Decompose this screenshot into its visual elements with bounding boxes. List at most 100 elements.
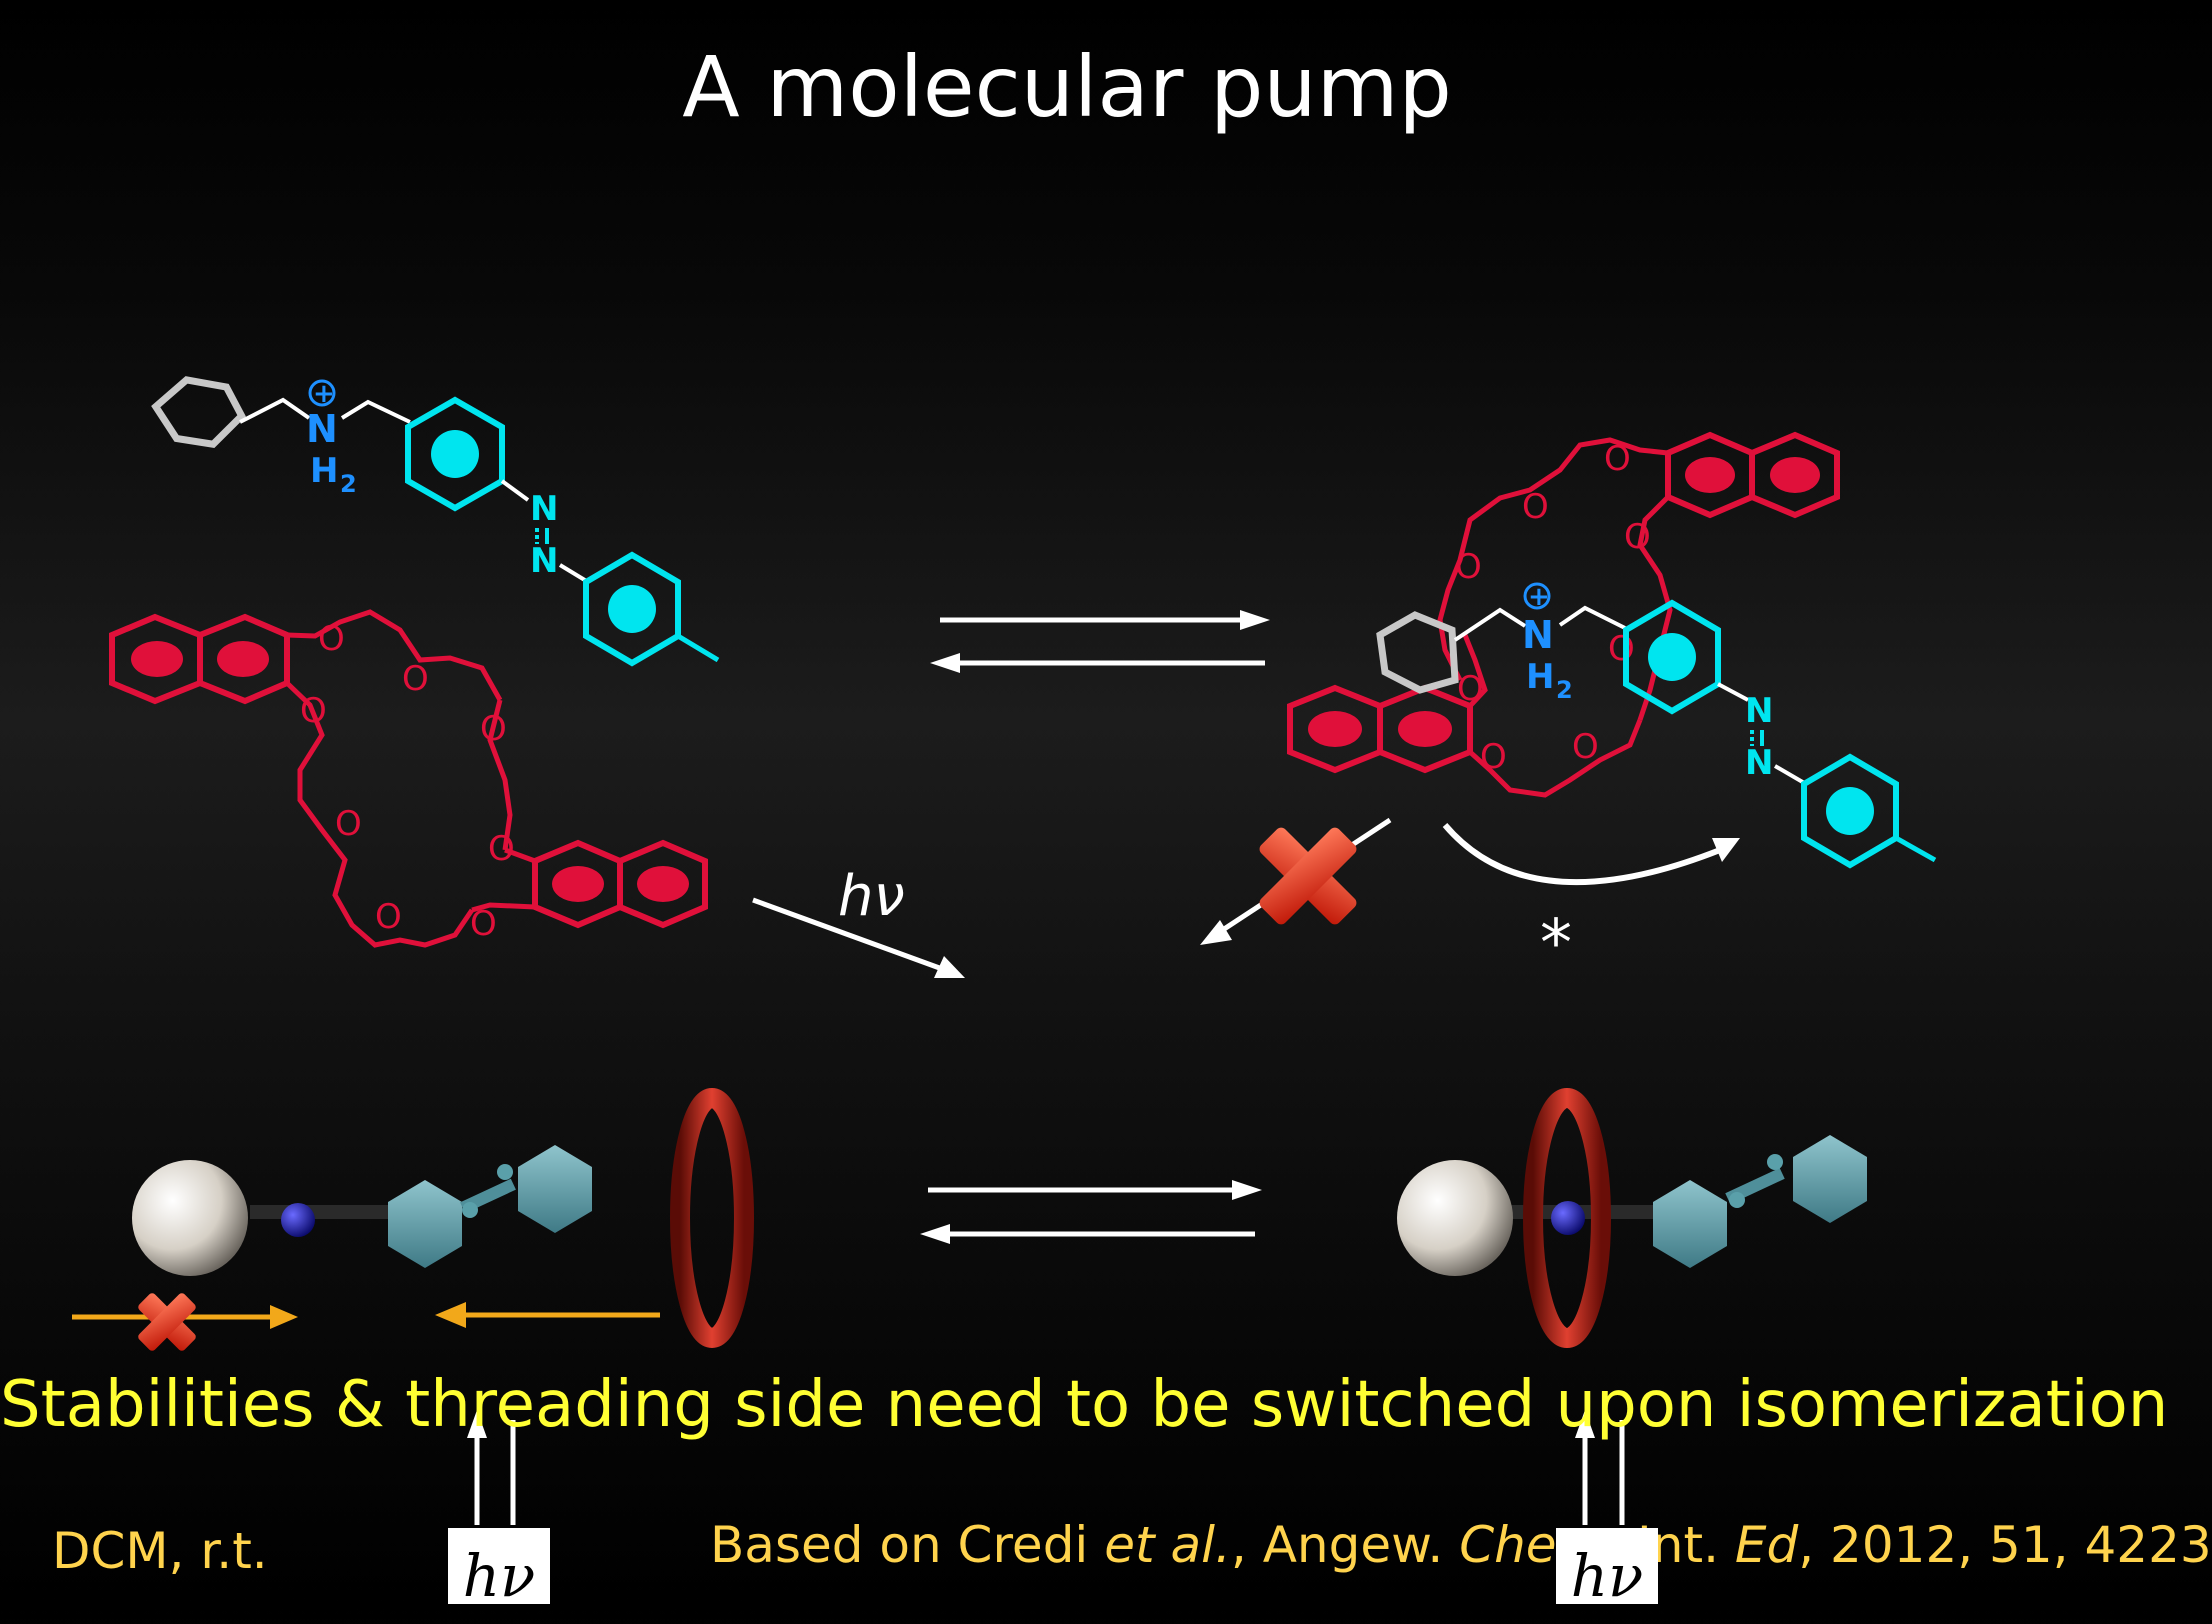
ammonium-n-label: N [306,407,338,451]
equilibrium-arrows-top [930,610,1270,673]
crown-chain-bottom [1462,634,1488,708]
methylene-chain-threaded-2 [1558,605,1626,630]
oxygen-label: O [1608,629,1635,669]
photo-reaction-arrow: hν [752,864,965,978]
axle-benzene-3d-3 [1653,1180,1727,1268]
stopper-sphere [132,1160,248,1276]
azo-atom-3d-2 [497,1164,513,1180]
positive-charge-icon [308,379,336,407]
methyl-bond-threaded [1894,835,1937,863]
oxygen-label: O [335,804,362,844]
slide-title: A molecular pump [682,38,1452,136]
asterisk-label: * [1540,907,1572,981]
axle-benzene-3d-4 [1793,1135,1867,1223]
azo-bond-1 [500,479,530,502]
benzene-ring-2-dot [608,585,656,633]
equilibrium-arrows-bottom [920,1180,1262,1244]
citation-mid: , Angew. [1230,1516,1460,1574]
reaction-diagram: N + H 2 N N [72,376,1937,1525]
torus-ring-threaded [1523,1088,1611,1348]
axle-3d-model [132,1145,592,1276]
reaction-conditions: DCM, r.t. [52,1522,268,1580]
oxygen-label: O [300,691,327,731]
crown-chain-link-2 [471,902,536,913]
benzene-ring-1-dot [431,430,479,478]
methylene-chain-right [340,399,411,424]
azo-n-label-1: N [530,489,558,529]
ammonium-atom-3d-threaded [1551,1201,1585,1235]
blocked-x-icon [1259,827,1357,925]
citation: Based on Credi et al., Angew. Chem. Int.… [710,1516,2212,1574]
oxygen-label: O [470,904,497,944]
positive-charge-sign-threaded: + [1528,582,1550,612]
naphthalene-dot-c1 [1685,457,1735,493]
oxygen-label: O [1624,517,1651,557]
axle-benzene-3d-2 [518,1145,592,1233]
azo-bond-threaded-1 [1717,682,1749,702]
positive-charge-sign: + [313,379,335,409]
azo-n-label-2: N [530,541,558,581]
blocked-dethreading-arrow [1200,817,1392,945]
naphthalene-dot-b1 [552,866,604,902]
azo-atom-3d-1 [462,1202,478,1218]
pseudorotaxane-complex: O O O O O O O O N + H 2 N N [1287,431,1937,869]
citation-ed: Ed [1734,1516,1799,1574]
oxygen-label: O [402,659,429,699]
oxygen-label: O [1480,737,1507,777]
methylene-chain-threaded [1453,607,1527,642]
oxygen-label: O [1522,487,1549,527]
crown-chain-bottom-2 [1468,719,1643,798]
stopper-sphere-threaded [1397,1160,1513,1276]
torus-ring-free [670,1088,754,1348]
ammonium-atom-3d [281,1203,315,1237]
azo-atom-3d-4 [1767,1154,1783,1170]
ammonium-h-subscript-threaded: 2 [1556,676,1573,704]
azo-n-label-threaded-1: N [1745,691,1773,731]
axle-rod [250,1205,400,1219]
methyl-bond [676,633,720,663]
crown-chain-mid [1637,495,1673,721]
crown-chain-link [504,847,536,864]
benzene-ring-threaded-2-dot [1826,787,1874,835]
crown-chain-left [285,681,475,948]
naphthalene-dot-d2 [1398,711,1452,747]
naphthalene-ring-b2 [617,839,708,929]
citation-prefix: Based on Credi [710,1516,1105,1574]
oxygen-label: O [1455,547,1482,587]
axle-benzene-3d-1 [388,1180,462,1268]
azo-n-label-threaded-2: N [1745,743,1773,783]
naphthalene-ring-c2 [1749,431,1840,519]
azo-bond-2 [558,563,590,584]
ammonium-h-label-threaded: H [1526,657,1554,697]
crown-chain-upper [286,609,503,702]
oxygen-label: O [488,829,515,869]
citation-etal: et al. [1104,1516,1231,1574]
hv-box-right: hν [1556,1528,1658,1610]
crown-ether-oxygens-free: O O O O O O O O [300,619,515,944]
threaded-3d-model [1397,1088,1867,1348]
oxygen-label: O [1457,669,1484,709]
benzene-ring-threaded-1 [1623,599,1721,715]
benzene-ring-threaded-1-dot [1648,633,1696,681]
naphthalene-dot-b2 [637,866,689,902]
hv-arrow-left [467,1410,516,1525]
hv-reaction-label: hν [838,864,905,929]
ammonium-n-label-threaded: N [1522,613,1554,657]
oxygen-label: O [1572,727,1599,767]
hv-box-left: hν [448,1528,550,1610]
crown-chain-right [487,699,513,851]
oxygen-label: O [1604,439,1631,479]
caption-text: Stabilities & threading side need to be … [0,1368,2169,1442]
naphthalene-dot-a2 [217,641,269,677]
oxygen-label: O [318,619,345,659]
benzene-ring-1 [405,396,505,512]
blocked-x-icon-small [138,1293,196,1351]
hv-arrow-right [1575,1410,1625,1525]
axle-molecule-free: N + H 2 N N [151,376,720,667]
oxygen-label: O [480,709,507,749]
cyclopentyl-ring-threaded [1376,611,1459,694]
naphthalene-dot-c2 [1770,457,1820,493]
methylene-chain-left [239,397,311,424]
benzene-ring-threaded-2 [1801,753,1899,869]
naphthalene-dot-d1 [1308,711,1362,747]
